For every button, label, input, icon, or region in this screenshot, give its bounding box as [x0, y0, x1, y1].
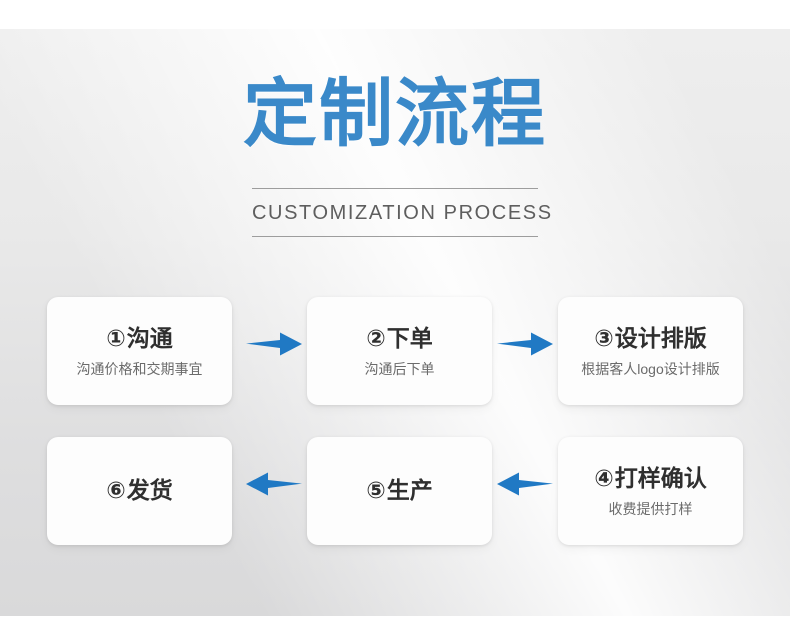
step-card-2-title: ②下单 — [366, 324, 432, 354]
step-card-2-label: 下单 — [386, 325, 433, 352]
arrow-right-icon-step1-step2 — [246, 331, 302, 357]
page-subtitle: CUSTOMIZATION PROCESS — [252, 202, 553, 224]
subtitle-block: CUSTOMIZATION PROCESS — [252, 188, 553, 237]
step-card-2-desc: 沟通后下单 — [364, 360, 435, 377]
step-card-4-desc: 收费提供打样 — [608, 500, 693, 517]
step-card-1[interactable]: ①沟通 沟通价格和交期事宜 — [47, 297, 232, 405]
step-card-3-title: ③设计排版 — [594, 324, 706, 354]
step-card-3-number: ③ — [594, 325, 614, 352]
step-card-4-number: ④ — [594, 465, 614, 492]
step-card-1-title: ①沟通 — [106, 324, 172, 354]
step-card-3[interactable]: ③设计排版 根据客人logo设计排版 — [558, 297, 743, 405]
subtitle-rule-top — [252, 188, 538, 189]
step-card-6-number: ⑥ — [106, 478, 126, 504]
step-card-3-label: 设计排版 — [614, 325, 707, 352]
step-card-5[interactable]: ⑤生产 — [307, 437, 492, 545]
arrow-right-icon-step2-step3 — [497, 331, 553, 357]
step-card-5-title: ⑤生产 — [366, 476, 432, 506]
step-card-6-title: ⑥发货 — [106, 476, 172, 506]
step-card-1-label: 沟通 — [126, 325, 173, 352]
step-card-5-label: 生产 — [386, 478, 433, 504]
step-card-6-label: 发货 — [126, 478, 173, 504]
arrow-left-icon-step4-step5 — [497, 471, 553, 497]
subtitle-rule-bottom — [252, 236, 538, 237]
step-card-2[interactable]: ②下单 沟通后下单 — [307, 297, 492, 405]
step-card-5-number: ⑤ — [366, 478, 386, 504]
step-card-3-desc: 根据客人logo设计排版 — [581, 360, 720, 377]
arrow-left-icon-step5-step6 — [246, 471, 302, 497]
step-card-4[interactable]: ④打样确认 收费提供打样 — [558, 437, 743, 545]
step-card-1-number: ① — [106, 325, 126, 352]
page-title: 定制流程 — [243, 71, 547, 157]
step-card-1-desc: 沟通价格和交期事宜 — [76, 360, 203, 377]
header: 定制流程 CUSTOMIZATION PROCESS — [0, 71, 790, 237]
step-card-4-title: ④打样确认 — [594, 464, 706, 494]
step-card-2-number: ② — [366, 325, 386, 352]
step-card-4-label: 打样确认 — [614, 465, 707, 492]
step-card-6[interactable]: ⑥发货 — [47, 437, 232, 545]
